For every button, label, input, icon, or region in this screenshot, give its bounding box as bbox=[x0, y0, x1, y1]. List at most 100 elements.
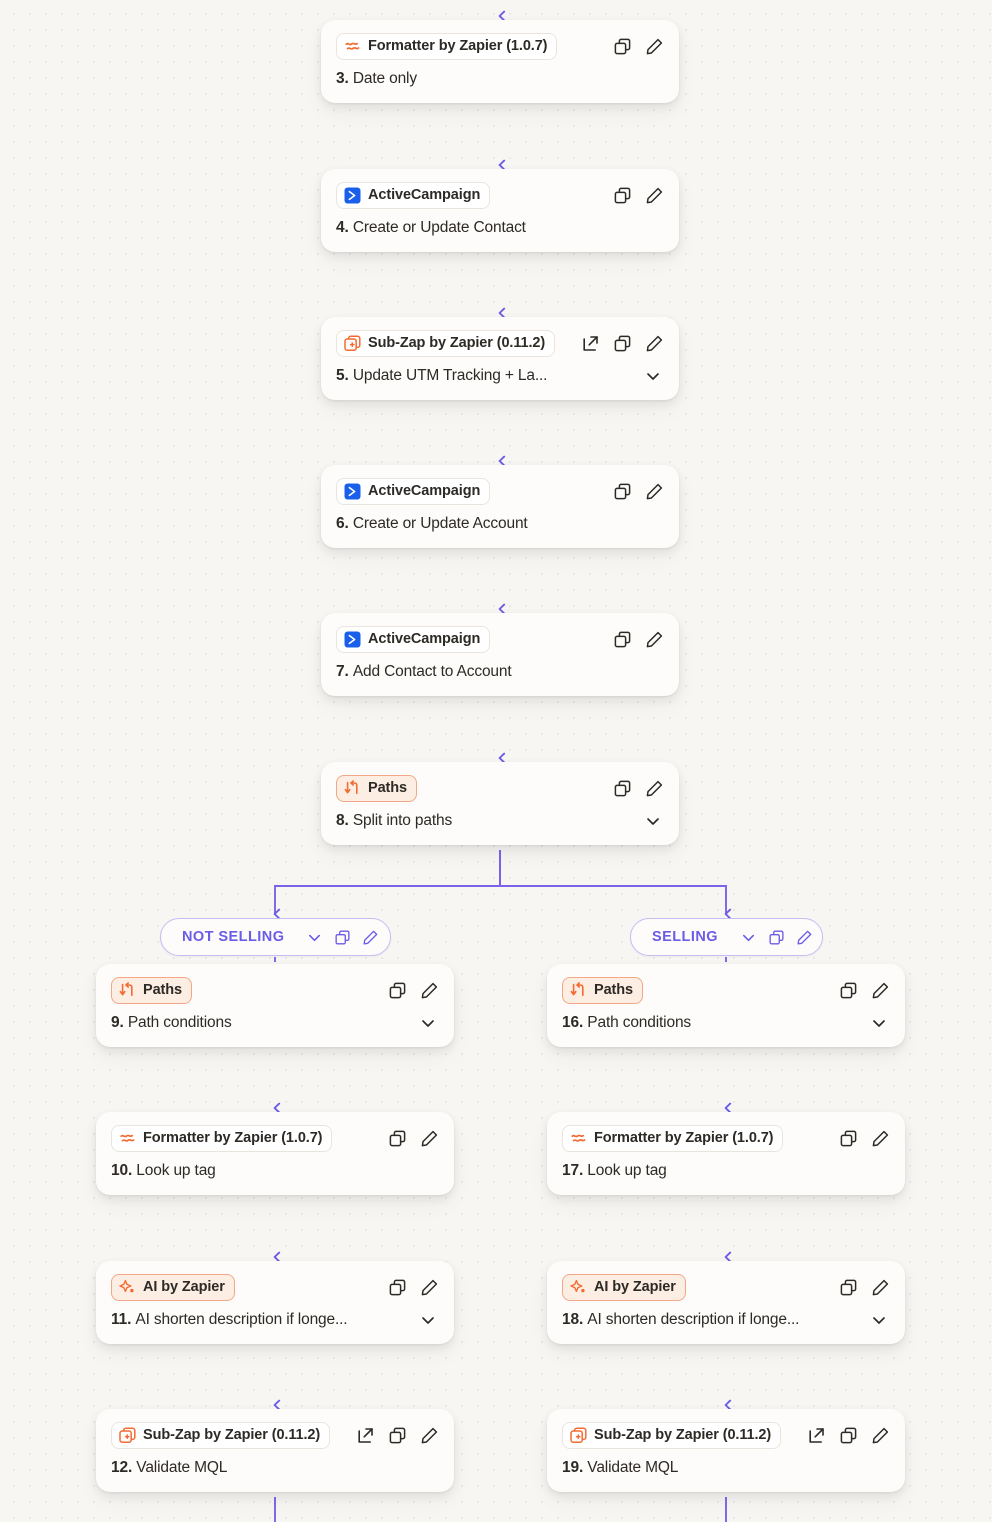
zap-step-card[interactable]: Paths 16. Path conditions bbox=[547, 964, 905, 1047]
edit-icon[interactable] bbox=[796, 929, 813, 946]
app-name: Paths bbox=[594, 982, 633, 999]
step-title: 8. Split into paths bbox=[336, 812, 452, 830]
app-badge: ActiveCampaign bbox=[336, 182, 491, 209]
zap-step-card[interactable]: Formatter by Zapier (1.0.7) 17. Look up … bbox=[547, 1112, 905, 1195]
step-number: 18. bbox=[562, 1311, 584, 1328]
ai-icon bbox=[570, 1279, 587, 1296]
step-header: Sub-Zap by Zapier (0.11.2) bbox=[562, 1422, 890, 1449]
chevron-down-icon[interactable] bbox=[644, 367, 662, 385]
step-title: 7. Add Contact to Account bbox=[336, 663, 512, 681]
step-number: 6. bbox=[336, 515, 349, 532]
step-number: 10. bbox=[111, 1162, 133, 1179]
app-name: ActiveCampaign bbox=[368, 631, 481, 648]
step-actions bbox=[356, 1426, 439, 1445]
chevron-down-icon[interactable] bbox=[419, 1014, 437, 1032]
zap-step-card[interactable]: Sub-Zap by Zapier (0.11.2) 5. Update UTM… bbox=[321, 317, 679, 400]
chevron-down-icon[interactable] bbox=[870, 1014, 888, 1032]
step-label: Look up tag bbox=[587, 1162, 667, 1179]
zap-step-card[interactable]: AI by Zapier 18. AI shorten description … bbox=[547, 1261, 905, 1344]
external-link-icon[interactable] bbox=[356, 1426, 375, 1445]
step-header: Paths bbox=[562, 977, 890, 1004]
step-title: 6. Create or Update Account bbox=[336, 515, 528, 533]
duplicate-icon[interactable] bbox=[839, 981, 858, 1000]
edit-icon[interactable] bbox=[871, 1129, 890, 1148]
duplicate-icon[interactable] bbox=[388, 1426, 407, 1445]
duplicate-icon[interactable] bbox=[613, 482, 632, 501]
step-title: 9. Path conditions bbox=[111, 1014, 232, 1032]
edit-icon[interactable] bbox=[420, 1129, 439, 1148]
step-header: Formatter by Zapier (1.0.7) bbox=[562, 1125, 890, 1152]
duplicate-icon[interactable] bbox=[839, 1278, 858, 1297]
step-label: Validate MQL bbox=[136, 1459, 228, 1476]
edit-icon[interactable] bbox=[645, 779, 664, 798]
duplicate-icon[interactable] bbox=[388, 1278, 407, 1297]
path-branch-pill[interactable]: SELLING bbox=[630, 918, 823, 956]
edit-icon[interactable] bbox=[871, 1426, 890, 1445]
app-name: Sub-Zap by Zapier (0.11.2) bbox=[594, 1427, 772, 1444]
edit-icon[interactable] bbox=[420, 1426, 439, 1445]
zap-step-card[interactable]: Sub-Zap by Zapier (0.11.2) 12. Validate … bbox=[96, 1409, 454, 1492]
step-label: Path conditions bbox=[587, 1014, 692, 1031]
edit-icon[interactable] bbox=[645, 186, 664, 205]
zap-step-card[interactable]: AI by Zapier 11. AI shorten description … bbox=[96, 1261, 454, 1344]
zap-step-card[interactable]: Sub-Zap by Zapier (0.11.2) 19. Validate … bbox=[547, 1409, 905, 1492]
step-actions bbox=[388, 1129, 439, 1148]
duplicate-icon[interactable] bbox=[613, 779, 632, 798]
step-body: 10. Look up tag bbox=[111, 1162, 439, 1180]
zap-step-card[interactable]: Formatter by Zapier (1.0.7) 3. Date only bbox=[321, 20, 679, 103]
edit-icon[interactable] bbox=[645, 482, 664, 501]
zap-step-card[interactable]: ActiveCampaign 7. Add Contact to Account bbox=[321, 613, 679, 696]
duplicate-icon[interactable] bbox=[613, 334, 632, 353]
chevron-down-icon[interactable] bbox=[419, 1311, 437, 1329]
app-badge: ActiveCampaign bbox=[336, 626, 491, 653]
edit-icon[interactable] bbox=[645, 37, 664, 56]
step-label: Create or Update Contact bbox=[352, 219, 526, 236]
zap-step-card[interactable]: Paths 8. Split into paths bbox=[321, 762, 679, 845]
duplicate-icon[interactable] bbox=[839, 1426, 858, 1445]
step-title: 12. Validate MQL bbox=[111, 1459, 227, 1477]
step-number: 9. bbox=[111, 1014, 124, 1031]
zap-step-card[interactable]: ActiveCampaign 4. Create or Update Conta… bbox=[321, 169, 679, 252]
duplicate-icon[interactable] bbox=[613, 37, 632, 56]
path-branch-pill[interactable]: NOT SELLING bbox=[160, 918, 391, 956]
edit-icon[interactable] bbox=[645, 630, 664, 649]
edit-icon[interactable] bbox=[420, 1278, 439, 1297]
step-title: 16. Path conditions bbox=[562, 1014, 691, 1032]
step-number: 16. bbox=[562, 1014, 584, 1031]
step-label: Update UTM Tracking + La... bbox=[352, 367, 548, 384]
edit-icon[interactable] bbox=[645, 334, 664, 353]
path-label: NOT SELLING bbox=[182, 929, 285, 945]
duplicate-icon[interactable] bbox=[388, 1129, 407, 1148]
edit-icon[interactable] bbox=[362, 929, 379, 946]
app-badge: ActiveCampaign bbox=[336, 478, 491, 505]
zap-step-card[interactable]: ActiveCampaign 6. Create or Update Accou… bbox=[321, 465, 679, 548]
app-name: Formatter by Zapier (1.0.7) bbox=[143, 1130, 323, 1147]
duplicate-icon[interactable] bbox=[388, 981, 407, 1000]
step-actions bbox=[613, 482, 664, 501]
activecampaign-icon bbox=[344, 483, 361, 500]
step-number: 5. bbox=[336, 367, 349, 384]
app-badge: Paths bbox=[111, 977, 192, 1004]
edit-icon[interactable] bbox=[871, 1278, 890, 1297]
step-actions bbox=[839, 1129, 890, 1148]
app-badge: Formatter by Zapier (1.0.7) bbox=[111, 1125, 333, 1152]
duplicate-icon[interactable] bbox=[768, 929, 785, 946]
chevron-down-icon[interactable] bbox=[870, 1311, 888, 1329]
app-badge: Sub-Zap by Zapier (0.11.2) bbox=[111, 1422, 331, 1449]
duplicate-icon[interactable] bbox=[839, 1129, 858, 1148]
zap-step-card[interactable]: Paths 9. Path conditions bbox=[96, 964, 454, 1047]
external-link-icon[interactable] bbox=[807, 1426, 826, 1445]
step-header: Sub-Zap by Zapier (0.11.2) bbox=[336, 330, 664, 357]
chevron-down-icon[interactable] bbox=[306, 929, 323, 946]
step-body: 18. AI shorten description if longe... bbox=[562, 1311, 890, 1329]
duplicate-icon[interactable] bbox=[334, 929, 351, 946]
zap-step-card[interactable]: Formatter by Zapier (1.0.7) 10. Look up … bbox=[96, 1112, 454, 1195]
edit-icon[interactable] bbox=[871, 981, 890, 1000]
duplicate-icon[interactable] bbox=[613, 630, 632, 649]
external-link-icon[interactable] bbox=[581, 334, 600, 353]
step-label: Create or Update Account bbox=[352, 515, 528, 532]
edit-icon[interactable] bbox=[420, 981, 439, 1000]
chevron-down-icon[interactable] bbox=[740, 929, 757, 946]
chevron-down-icon[interactable] bbox=[644, 812, 662, 830]
duplicate-icon[interactable] bbox=[613, 186, 632, 205]
